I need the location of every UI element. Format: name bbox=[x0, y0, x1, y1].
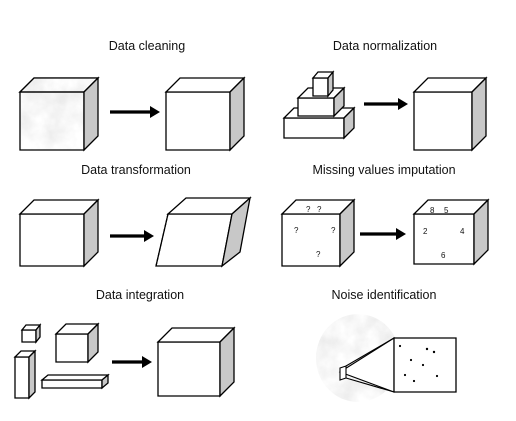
panel-title: Missing values imputation bbox=[312, 163, 455, 177]
imputed-value: 2 bbox=[423, 227, 428, 236]
original-cube bbox=[18, 198, 100, 268]
noise-point bbox=[435, 374, 439, 378]
transformed-shape bbox=[155, 196, 252, 268]
noise-point bbox=[432, 350, 436, 354]
arrow bbox=[112, 356, 152, 368]
clean-cube bbox=[164, 76, 246, 152]
panel-title: Data transformation bbox=[81, 163, 191, 177]
noise-point bbox=[425, 347, 429, 351]
panel-data-cleaning: Data cleaning bbox=[18, 39, 246, 152]
tall-block bbox=[13, 349, 37, 400]
arrow bbox=[110, 230, 154, 242]
panel-title: Data integration bbox=[96, 288, 184, 302]
small-cube bbox=[20, 323, 42, 344]
noise-point bbox=[409, 358, 413, 362]
integrated-cube bbox=[156, 326, 236, 398]
noise-point bbox=[412, 379, 416, 383]
noisy-cube bbox=[18, 76, 100, 152]
stacked-blocks bbox=[282, 70, 356, 140]
arrow bbox=[110, 106, 160, 118]
panel-title: Data cleaning bbox=[109, 39, 185, 53]
medium-cube bbox=[54, 322, 100, 364]
cube-with-imputed-values: 8 5 2 4 6 bbox=[412, 198, 490, 266]
panel-data-integration: Data integration bbox=[13, 288, 236, 400]
missing-mark: ? bbox=[294, 226, 299, 235]
normalized-cube bbox=[412, 76, 488, 152]
missing-mark: ? bbox=[317, 205, 322, 214]
imputed-value: 5 bbox=[444, 206, 449, 215]
panel-data-transformation: Data transformation bbox=[18, 163, 252, 268]
imputed-value: 4 bbox=[460, 227, 465, 236]
imputed-value: 6 bbox=[441, 251, 446, 260]
cube-with-missing-values: ? ? ? ? ? bbox=[280, 198, 356, 268]
noise-point bbox=[421, 363, 425, 367]
imputed-value: 8 bbox=[430, 206, 435, 215]
missing-mark: ? bbox=[316, 250, 321, 259]
arrow bbox=[364, 98, 408, 110]
arrow bbox=[360, 228, 406, 240]
noise-point bbox=[403, 373, 407, 377]
missing-mark: ? bbox=[306, 205, 311, 214]
missing-mark: ? bbox=[331, 226, 336, 235]
noise-point bbox=[398, 344, 402, 348]
flat-block bbox=[40, 373, 110, 390]
panel-missing-values-imputation: Missing values imputation ? ? ? ? ? 8 5 … bbox=[280, 163, 490, 268]
panel-title: Noise identification bbox=[332, 288, 437, 302]
zoomed-panel bbox=[393, 337, 457, 393]
panel-data-normalization: Data normalization bbox=[282, 39, 488, 152]
panel-noise-identification: Noise identification bbox=[316, 288, 457, 402]
panel-title: Data normalization bbox=[333, 39, 437, 53]
